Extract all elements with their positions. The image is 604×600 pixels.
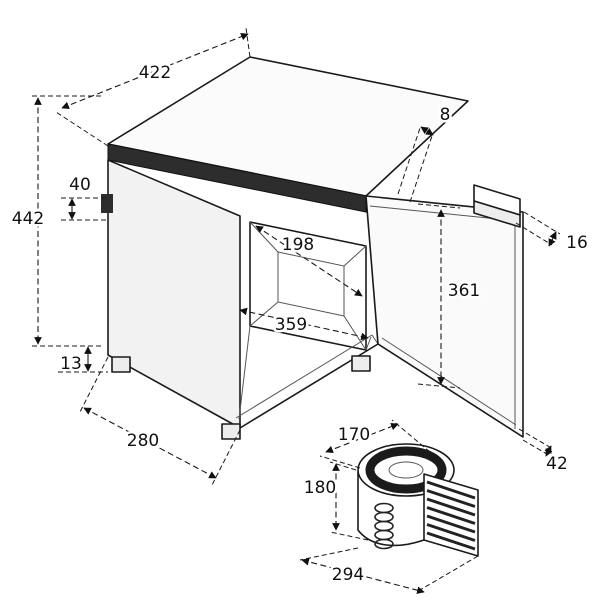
ext-lines-16 [515,211,561,246]
dim-cabinet-height-label: 442 [12,209,44,229]
door-panel [365,195,524,438]
dim-door-bottom-clearance-label: 42 [546,454,568,474]
dim-line-280 [83,407,217,479]
compressor-drawing [357,443,479,557]
dim-line-42 [544,445,553,457]
dim-compressor-height-label: 180 [304,478,336,498]
base-rail-lines [235,325,379,420]
dim-door-top-clearance-label: 8 [440,105,451,125]
dim-compressor-depth-label: 294 [332,565,364,585]
ext-lines-180 [329,461,369,541]
ext-lines-40 [58,197,106,221]
ext-lines-361 [417,203,461,389]
dim-cabinet-width-label: 422 [139,63,171,83]
dim-compressor-width-label: 170 [338,425,370,445]
compressor-cap [388,461,424,479]
cabinet-foot [351,355,371,372]
door-end-cap-front [473,200,521,228]
dim-line-170 [325,422,399,454]
dim-cabinet-depth-label: 280 [127,431,159,451]
dim-mount-flange-label: 40 [69,175,91,195]
ext-lines-294 [299,547,479,591]
dim-line-294 [301,558,425,594]
hinge-block [101,194,113,213]
ext-lines-422 [55,27,251,147]
dim-line-359 [239,307,369,341]
ext-lines-442 [32,95,104,347]
dim-door-height-label: 361 [448,281,480,301]
condenser-fins [426,480,476,551]
dim-line-16 [548,231,557,247]
dim-line-198 [255,225,363,297]
dim-interior-width-label: 359 [275,315,307,335]
compressor-body [357,471,425,547]
cabinet-foot [221,423,241,440]
cabinet-foot [111,356,131,373]
compressor-ring [365,446,447,494]
door-drawing [365,184,524,438]
dim-foot-height-label: 13 [60,354,82,374]
coil-spring [374,502,394,550]
cabinet-top-rail [107,143,367,213]
ext-lines-8 [397,127,433,203]
dim-line-8 [420,126,434,136]
dimension-annotations: 422 442 40 13 280 198 359 361 8 [9,27,590,594]
dim-interior-depth-label: 198 [282,235,314,255]
cabinet-side-face [107,159,241,429]
dim-door-edge-clearance-label: 16 [566,233,588,253]
